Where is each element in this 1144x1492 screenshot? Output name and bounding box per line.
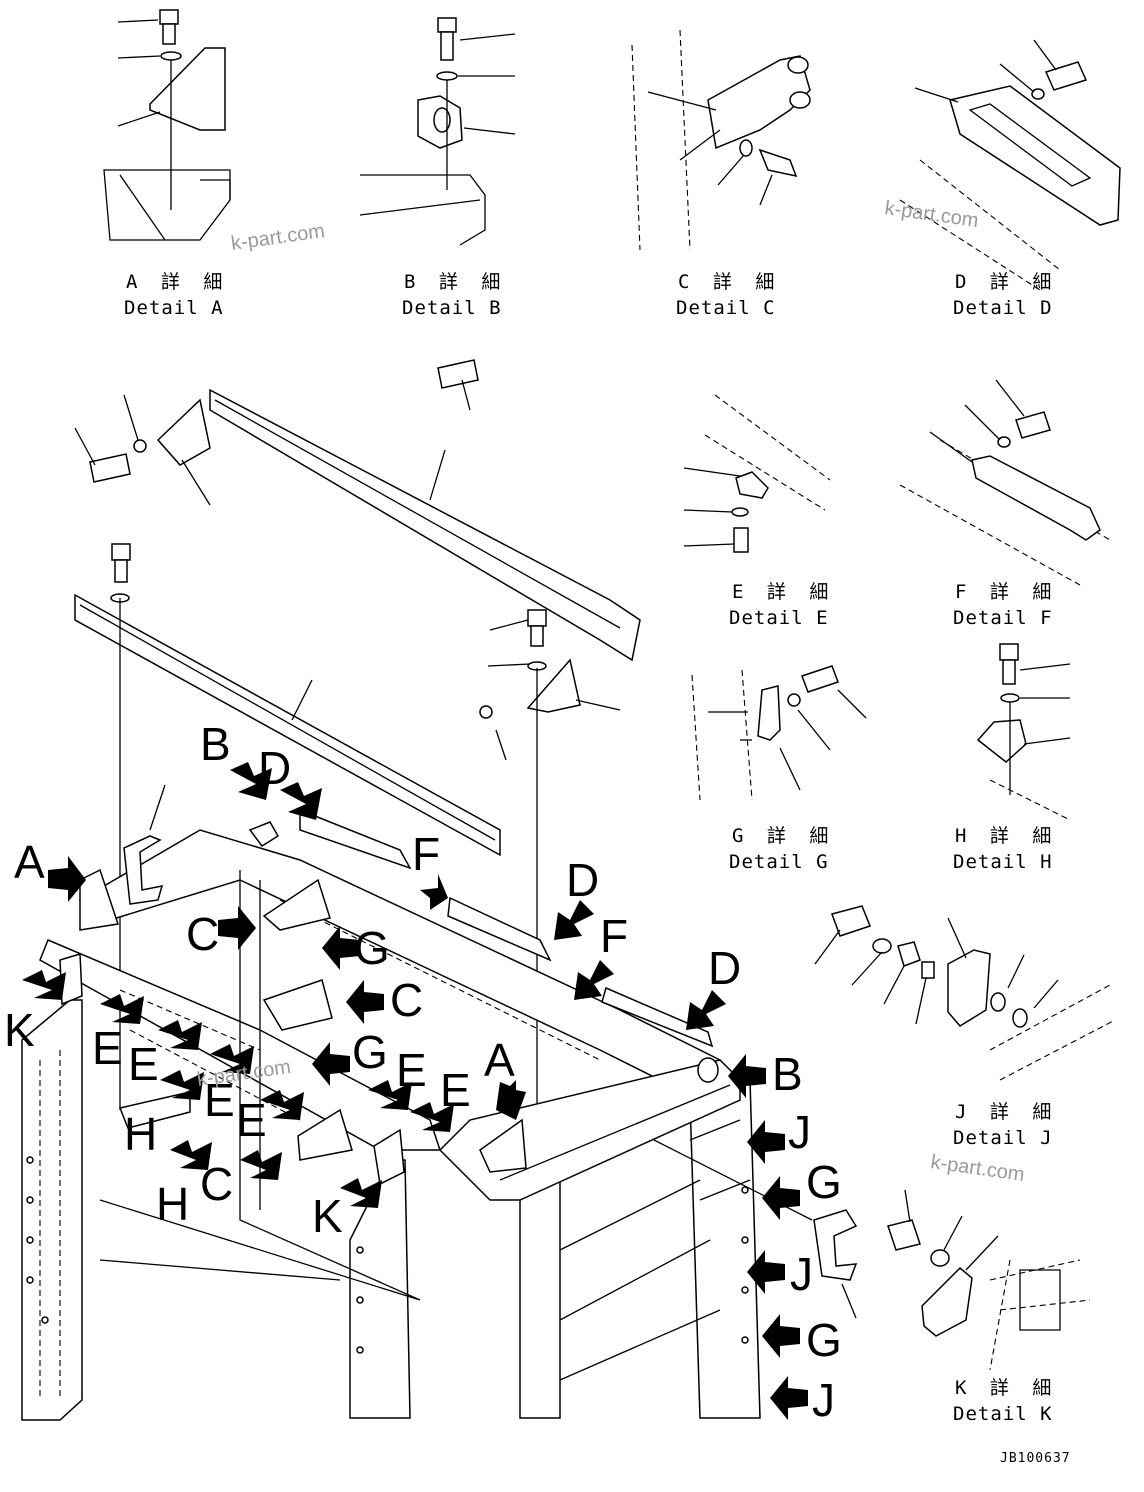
detail-a-caption-en: Detail A: [124, 297, 224, 319]
detail-k-illustration: [887, 1189, 1091, 1371]
callout-c-upper: C: [186, 908, 219, 960]
callout-e-left-2: E: [128, 1038, 159, 1090]
callout-e-center-2: E: [236, 1094, 267, 1146]
callout-j-2: J: [790, 1248, 813, 1300]
detail-c-caption-jp: C 詳 細: [678, 271, 780, 293]
detail-h-illustration: [976, 643, 1071, 821]
detail-h-caption-en: Detail H: [953, 851, 1053, 873]
callout-b-right: B: [772, 1048, 803, 1100]
detail-f-caption-jp: F 詳 細: [955, 581, 1057, 603]
detail-g-illustration: [691, 665, 867, 801]
callout-k-left: K: [4, 1004, 35, 1056]
pointer-arrows: [22, 762, 808, 1420]
detail-e-caption-en: Detail E: [729, 607, 829, 629]
callout-letters: B D A F D F D C G C K E E G E E A B E E …: [4, 718, 842, 1426]
callout-g-right-1: G: [806, 1156, 842, 1208]
detail-h-caption-jp: H 詳 細: [955, 825, 1057, 847]
callout-h-2: H: [156, 1178, 189, 1230]
callout-c-lower: C: [200, 1158, 233, 1210]
watermark-1: k-part.com: [230, 220, 327, 255]
callout-e-left-1: E: [92, 1022, 123, 1074]
drawing-code: JB100637: [1000, 1451, 1071, 1466]
detail-d-illustration: [899, 39, 1121, 291]
callout-g-upper: G: [354, 922, 390, 974]
callout-d-mid: D: [566, 854, 599, 906]
detail-g-caption-en: Detail G: [729, 851, 829, 873]
callout-h-1: H: [124, 1108, 157, 1160]
callout-e-mid-1: E: [396, 1044, 427, 1096]
cab-frame: [21, 784, 858, 1421]
callout-g-right-2: G: [806, 1314, 842, 1366]
detail-d-caption-jp: D 詳 細: [955, 271, 1057, 293]
detail-d-caption-en: Detail D: [953, 297, 1053, 319]
callout-k-lower: K: [312, 1190, 343, 1242]
detail-j-caption-jp: J 詳 細: [955, 1101, 1057, 1123]
detail-f-caption-en: Detail F: [953, 607, 1053, 629]
detail-b-caption-jp: B 詳 細: [404, 271, 506, 293]
detail-j-illustration: [814, 905, 1116, 1081]
callout-e-mid-2: E: [440, 1064, 471, 1116]
detail-b-illustration: [359, 17, 516, 246]
detail-a-caption-jp: A 詳 細: [126, 271, 228, 293]
callout-j-1: J: [788, 1106, 811, 1158]
callout-d-right: D: [708, 942, 741, 994]
watermark-2: k-part.com: [883, 197, 980, 232]
callout-d-upper: D: [258, 742, 291, 794]
detail-k-caption-en: Detail K: [953, 1403, 1053, 1425]
detail-e-illustration: [683, 394, 831, 553]
detail-k-caption-jp: K 詳 細: [955, 1377, 1057, 1399]
detail-b-caption-en: Detail B: [402, 297, 502, 319]
callout-f-mid: F: [600, 910, 628, 962]
detail-j-caption-en: Detail J: [953, 1127, 1053, 1149]
frame-holes: [26, 1156, 749, 1354]
detail-c-illustration: [631, 29, 811, 251]
watermark-4: k-part.com: [929, 1151, 1026, 1186]
callout-c-mid: C: [390, 974, 423, 1026]
detail-a-illustration: [103, 9, 231, 241]
detail-c-caption-en: Detail C: [676, 297, 776, 319]
callout-b-upper: B: [200, 718, 231, 770]
callout-f-upper: F: [412, 828, 440, 880]
detail-g-caption-jp: G 詳 細: [732, 825, 834, 847]
callout-e-center-1: E: [204, 1074, 235, 1126]
callout-a-left: A: [14, 836, 45, 888]
callout-g-mid: G: [352, 1026, 388, 1078]
detail-e-caption-jp: E 詳 細: [732, 581, 834, 603]
upper-beam-assembly: [74, 359, 641, 1120]
callout-j-3: J: [812, 1374, 835, 1426]
detail-f-illustration: [899, 379, 1111, 586]
callout-a-mid: A: [484, 1034, 515, 1086]
